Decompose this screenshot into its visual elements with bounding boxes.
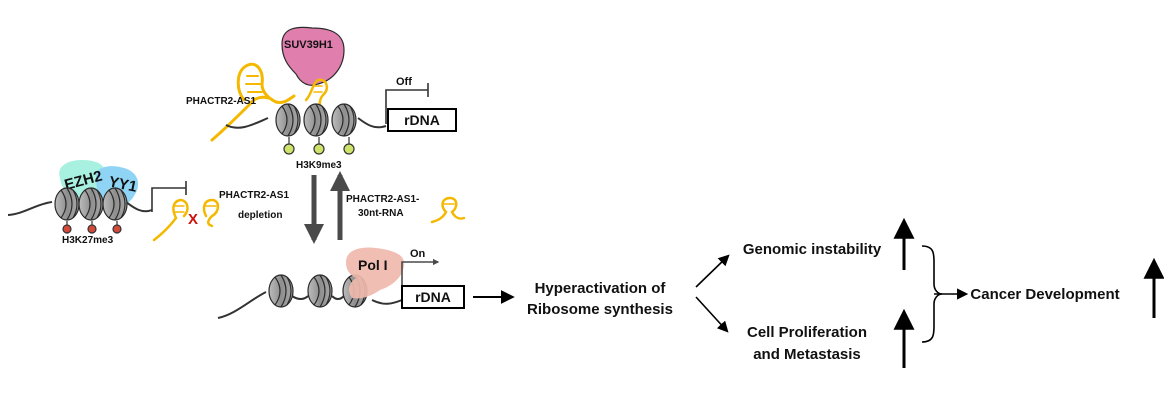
phactr2-as1-rna-top bbox=[210, 62, 296, 142]
nucleosome bbox=[54, 187, 80, 221]
promoter-on-arrow bbox=[401, 258, 440, 296]
rdna-bottom-label: rDNA bbox=[415, 289, 451, 305]
converge-bracket bbox=[921, 245, 943, 343]
hyperactivation-line-1: Hyperactivation of bbox=[535, 280, 667, 297]
rdna-box-bottom bbox=[401, 285, 465, 309]
dna-strand-top bbox=[225, 117, 387, 129]
rdna-top-label: rDNA bbox=[404, 112, 440, 128]
arrow-to-proliferation bbox=[695, 296, 729, 333]
promoter-blocked-symbol bbox=[151, 181, 187, 212]
nucleosome bbox=[268, 274, 294, 308]
ezh2-yy1-panel: EZH2 YY1 H3K27me3 X bbox=[7, 160, 220, 246]
rna30-label-1: PHACTR2-AS1- bbox=[346, 194, 419, 205]
pol1-label: Pol I bbox=[358, 257, 388, 273]
depletion-label-2: depletion bbox=[238, 210, 282, 221]
depletion-label-1: PHACTR2-AS1 bbox=[219, 190, 289, 201]
arrow-to-genomic bbox=[695, 254, 730, 288]
phactr2-as1-rna-left bbox=[152, 198, 220, 242]
nucleosome bbox=[275, 103, 301, 137]
nucleosome bbox=[303, 103, 329, 137]
phactr2-as1-label: PHACTR2-AS1 bbox=[186, 96, 256, 107]
suv39h1-protein-shape bbox=[281, 26, 345, 86]
rdna-box-top bbox=[387, 108, 457, 132]
promoter-off-symbol bbox=[385, 83, 429, 124]
dna-link-bottom bbox=[291, 295, 345, 300]
silenced-rdna-panel: SUV39H1 PHACTR2-AS1 H bbox=[186, 26, 457, 171]
on-label: On bbox=[410, 248, 426, 260]
dna-strand-left bbox=[7, 201, 153, 216]
dna-strand-bottom bbox=[217, 291, 403, 319]
nucleosome bbox=[307, 274, 333, 308]
h3k27me3-marks bbox=[62, 221, 122, 234]
transition-arrows: PHACTR2-AS1 depletion PHACTR2-AS1- 30nt-… bbox=[219, 171, 466, 244]
h3k9me3-marks bbox=[283, 137, 355, 155]
proliferation-line-2: and Metastasis bbox=[753, 346, 861, 363]
active-rdna-panel: Pol I On rDNA bbox=[217, 247, 465, 319]
proliferation-line-1: Cell Proliferation bbox=[747, 324, 867, 341]
h3k27me3-label: H3K27me3 bbox=[62, 235, 114, 246]
genomic-instability-label: Genomic instability bbox=[743, 241, 882, 258]
nucleosome bbox=[102, 187, 128, 221]
suv39h1-label: SUV39H1 bbox=[284, 39, 333, 51]
outcomes-panel: Hyperactivation of Ribosome synthesis Ge… bbox=[473, 217, 1164, 368]
small-rna-hairpin bbox=[430, 196, 466, 224]
nucleosome bbox=[331, 103, 357, 137]
blocked-x-mark: X bbox=[188, 211, 198, 228]
h3k9me3-label: H3K9me3 bbox=[296, 160, 342, 171]
nucleosome bbox=[78, 187, 104, 221]
cancer-development-label: Cancer Development bbox=[970, 286, 1119, 303]
rna30-label-2: 30nt-RNA bbox=[358, 208, 404, 219]
off-label: Off bbox=[396, 76, 412, 88]
pol1-protein-shape bbox=[346, 247, 405, 299]
hyperactivation-line-2: Ribosome synthesis bbox=[527, 301, 673, 318]
